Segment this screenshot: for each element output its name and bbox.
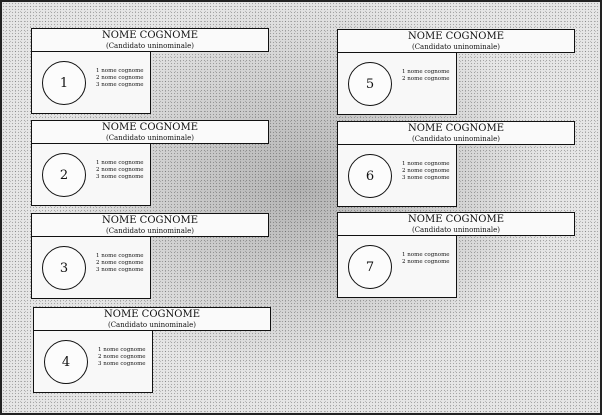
list-item: 2 nome cognome bbox=[96, 260, 144, 266]
list-item: 1 nome cognome bbox=[96, 160, 144, 166]
party-symbol-circle[interactable]: 5 bbox=[348, 62, 392, 106]
candidate-subtitle: (Candidato uninominale) bbox=[105, 134, 195, 142]
candidate-name: NOME COGNOME bbox=[408, 214, 504, 225]
candidate-subtitle: (Candidato uninominale) bbox=[411, 226, 501, 234]
candidate-list: 1 nome cognome 2 nome cognome 3 nome cog… bbox=[402, 161, 450, 182]
list-item: 1 nome cognome bbox=[402, 69, 450, 75]
candidate-subtitle: (Candidato uninominale) bbox=[411, 135, 501, 143]
party-symbol-circle[interactable]: 4 bbox=[44, 340, 88, 384]
list-panel: 4 1 nome cognome 2 nome cognome 3 nome c… bbox=[33, 331, 153, 393]
candidate-list: 1 nome cognome 2 nome cognome 3 nome cog… bbox=[96, 160, 144, 181]
list-item: 3 nome cognome bbox=[98, 361, 146, 367]
list-panel: 6 1 nome cognome 2 nome cognome 3 nome c… bbox=[337, 145, 457, 207]
list-panel: 1 1 nome cognome 2 nome cognome 3 nome c… bbox=[31, 52, 151, 114]
candidate-subtitle: (Candidato uninominale) bbox=[411, 43, 501, 51]
list-item: 1 nome cognome bbox=[98, 347, 146, 353]
list-panel: 2 1 nome cognome 2 nome cognome 3 nome c… bbox=[31, 144, 151, 206]
party-number: 1 bbox=[59, 75, 69, 91]
list-panel: 7 1 nome cognome 2 nome cognome bbox=[337, 236, 457, 298]
list-item: 2 nome cognome bbox=[402, 168, 450, 174]
list-item: 1 nome cognome bbox=[96, 68, 144, 74]
party-number: 3 bbox=[59, 260, 69, 276]
candidate-list: 1 nome cognome 2 nome cognome bbox=[402, 69, 450, 83]
party-number: 4 bbox=[61, 354, 71, 370]
party-symbol-circle[interactable]: 6 bbox=[348, 154, 392, 198]
candidate-header: NOME COGNOME (Candidato uninominale) bbox=[31, 213, 269, 237]
candidate-list: 1 nome cognome 2 nome cognome bbox=[402, 252, 450, 266]
list-item: 1 nome cognome bbox=[402, 161, 450, 167]
candidate-name: NOME COGNOME bbox=[102, 122, 198, 133]
list-item: 2 nome cognome bbox=[96, 167, 144, 173]
party-number: 2 bbox=[59, 167, 69, 183]
party-number: 6 bbox=[365, 168, 375, 184]
candidate-header: NOME COGNOME (Candidato uninominale) bbox=[31, 28, 269, 52]
list-item: 3 nome cognome bbox=[96, 174, 144, 180]
list-item: 2 nome cognome bbox=[402, 76, 450, 82]
candidate-name: NOME COGNOME bbox=[408, 123, 504, 134]
candidate-subtitle: (Candidato uninominale) bbox=[107, 321, 197, 329]
list-item: 3 nome cognome bbox=[96, 267, 144, 273]
candidate-header: NOME COGNOME (Candidato uninominale) bbox=[31, 120, 269, 144]
list-panel: 3 1 nome cognome 2 nome cognome 3 nome c… bbox=[31, 237, 151, 299]
list-panel: 5 1 nome cognome 2 nome cognome bbox=[337, 53, 457, 115]
candidate-header: NOME COGNOME (Candidato uninominale) bbox=[33, 307, 271, 331]
list-item: 2 nome cognome bbox=[96, 75, 144, 81]
list-item: 3 nome cognome bbox=[402, 175, 450, 181]
party-symbol-circle[interactable]: 7 bbox=[348, 245, 392, 289]
candidate-subtitle: (Candidato uninominale) bbox=[105, 42, 195, 50]
candidate-name: NOME COGNOME bbox=[102, 30, 198, 41]
list-item: 3 nome cognome bbox=[96, 82, 144, 88]
party-symbol-circle[interactable]: 2 bbox=[42, 153, 86, 197]
list-item: 2 nome cognome bbox=[402, 259, 450, 265]
candidate-name: NOME COGNOME bbox=[102, 215, 198, 226]
candidate-list: 1 nome cognome 2 nome cognome 3 nome cog… bbox=[96, 68, 144, 89]
list-item: 1 nome cognome bbox=[96, 253, 144, 259]
candidate-list: 1 nome cognome 2 nome cognome 3 nome cog… bbox=[98, 347, 146, 368]
party-symbol-circle[interactable]: 1 bbox=[42, 61, 86, 105]
list-item: 2 nome cognome bbox=[98, 354, 146, 360]
candidate-list: 1 nome cognome 2 nome cognome 3 nome cog… bbox=[96, 253, 144, 274]
list-item: 1 nome cognome bbox=[402, 252, 450, 258]
candidate-header: NOME COGNOME (Candidato uninominale) bbox=[337, 29, 575, 53]
candidate-name: NOME COGNOME bbox=[408, 31, 504, 42]
party-number: 5 bbox=[365, 76, 375, 92]
party-symbol-circle[interactable]: 3 bbox=[42, 246, 86, 290]
candidate-header: NOME COGNOME (Candidato uninominale) bbox=[337, 212, 575, 236]
candidate-header: NOME COGNOME (Candidato uninominale) bbox=[337, 121, 575, 145]
candidate-name: NOME COGNOME bbox=[104, 309, 200, 320]
party-number: 7 bbox=[365, 259, 375, 275]
candidate-subtitle: (Candidato uninominale) bbox=[105, 227, 195, 235]
